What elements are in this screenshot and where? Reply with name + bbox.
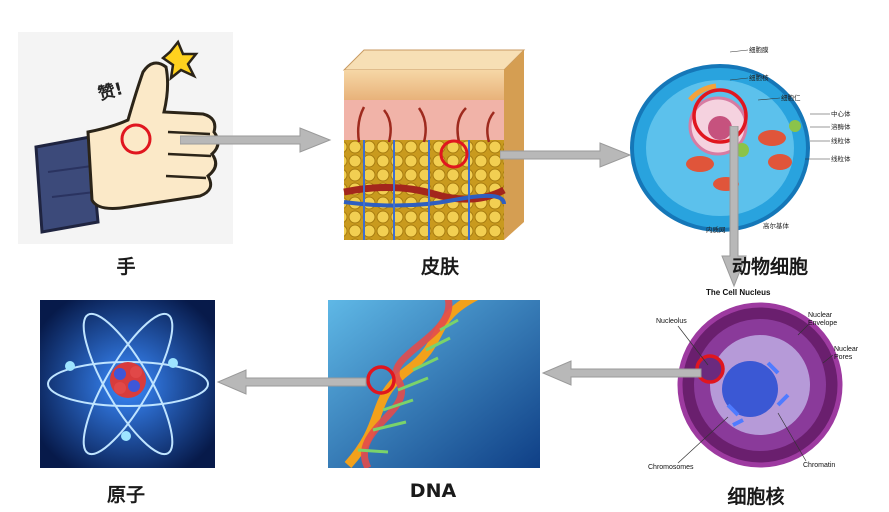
svg-text:细胞膜: 细胞膜 — [749, 45, 769, 54]
exclaim-text: 赞! — [95, 78, 125, 105]
highlight-circle — [439, 139, 469, 169]
animal-cell-panel: 细胞膜 细胞核 细胞仁 中心体 溶酶体 线粒体 线粒体 内质网 高尔基体 — [630, 38, 875, 236]
arrow-dna-to-atom — [216, 369, 367, 395]
svg-text:线粒体: 线粒体 — [831, 136, 851, 145]
svg-text:Envelope: Envelope — [808, 320, 837, 327]
arrow-nucleus-to-dna — [541, 360, 702, 386]
highlight-circle — [366, 365, 396, 395]
svg-text:细胞核: 细胞核 — [749, 73, 769, 82]
atom-panel — [40, 300, 215, 468]
svg-text:Nuclear: Nuclear — [808, 312, 833, 319]
skin-cross-section-illustration — [342, 49, 526, 240]
thumbs-up-illustration: 赞! — [34, 39, 220, 234]
animal-cell-illustration: 细胞膜 细胞核 细胞仁 中心体 溶酶体 线粒体 线粒体 内质网 高尔基体 — [630, 45, 851, 234]
arrow-cell-to-nucleus — [721, 126, 747, 288]
svg-text:Chromosomes: Chromosomes — [648, 464, 694, 471]
svg-text:Nucleolus: Nucleolus — [656, 318, 687, 325]
svg-text:溶酶体: 溶酶体 — [831, 122, 851, 131]
arrow-hand-to-skin — [180, 127, 332, 153]
svg-text:Pores: Pores — [834, 354, 853, 361]
svg-text:线粒体: 线粒体 — [831, 154, 851, 163]
highlight-circle — [120, 123, 152, 155]
caption-animal-cell: 动物细胞 — [731, 256, 808, 278]
caption-dna: DNA — [409, 480, 457, 502]
caption-nucleus: 细胞核 — [727, 486, 785, 508]
highlight-circle — [692, 88, 748, 144]
caption-hand: 手 — [116, 256, 136, 278]
arrow-skin-to-cell — [500, 142, 632, 168]
cell-labels: 细胞膜 细胞核 细胞仁 中心体 溶酶体 线粒体 线粒体 内质网 高尔基体 — [706, 45, 851, 234]
svg-text:细胞仁: 细胞仁 — [781, 93, 801, 102]
nucleus-illustration: The Cell Nucleus Nucleolus Nuclear Envel… — [648, 288, 859, 471]
svg-text:内质网: 内质网 — [706, 225, 726, 234]
nucleus-labels: The Cell Nucleus Nucleolus Nuclear Envel… — [648, 288, 859, 471]
caption-atom: 原子 — [106, 484, 145, 506]
caption-skin: 皮肤 — [420, 256, 459, 278]
svg-text:高尔基体: 高尔基体 — [763, 221, 790, 230]
svg-text:Nuclear: Nuclear — [834, 346, 859, 353]
atom-illustration — [40, 300, 215, 468]
svg-text:Chromatin: Chromatin — [803, 462, 835, 469]
nucleus-panel: The Cell Nucleus Nucleolus Nuclear Envel… — [638, 285, 878, 480]
skin-panel — [334, 42, 530, 240]
nucleus-title: The Cell Nucleus — [706, 288, 771, 297]
svg-text:中心体: 中心体 — [831, 109, 851, 118]
